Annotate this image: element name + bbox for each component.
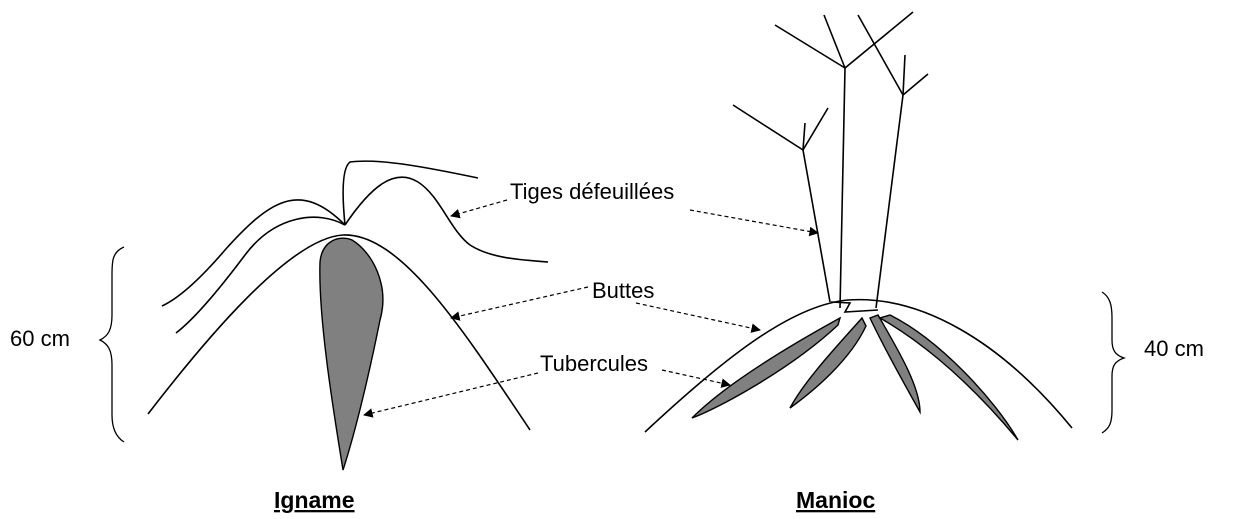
manioc-plant: 40 cm Manioc [645, 12, 1204, 513]
igname-height-label: 60 cm [10, 326, 70, 351]
manioc-height-label: 40 cm [1144, 336, 1204, 361]
label-buttes: Buttes [592, 278, 654, 303]
manioc-mound [645, 300, 1072, 432]
igname-plant: 60 cm Igname [10, 161, 548, 513]
igname-title: Igname [274, 487, 355, 513]
label-tiges: Tiges défeuillées [510, 179, 674, 204]
manioc-height-brace [1102, 292, 1124, 433]
igname-height-brace [100, 247, 124, 442]
igname-tuber [320, 238, 383, 470]
manioc-title: Manioc [796, 487, 875, 513]
manioc-stems [733, 12, 928, 312]
label-tubercules: Tubercules [540, 351, 648, 376]
